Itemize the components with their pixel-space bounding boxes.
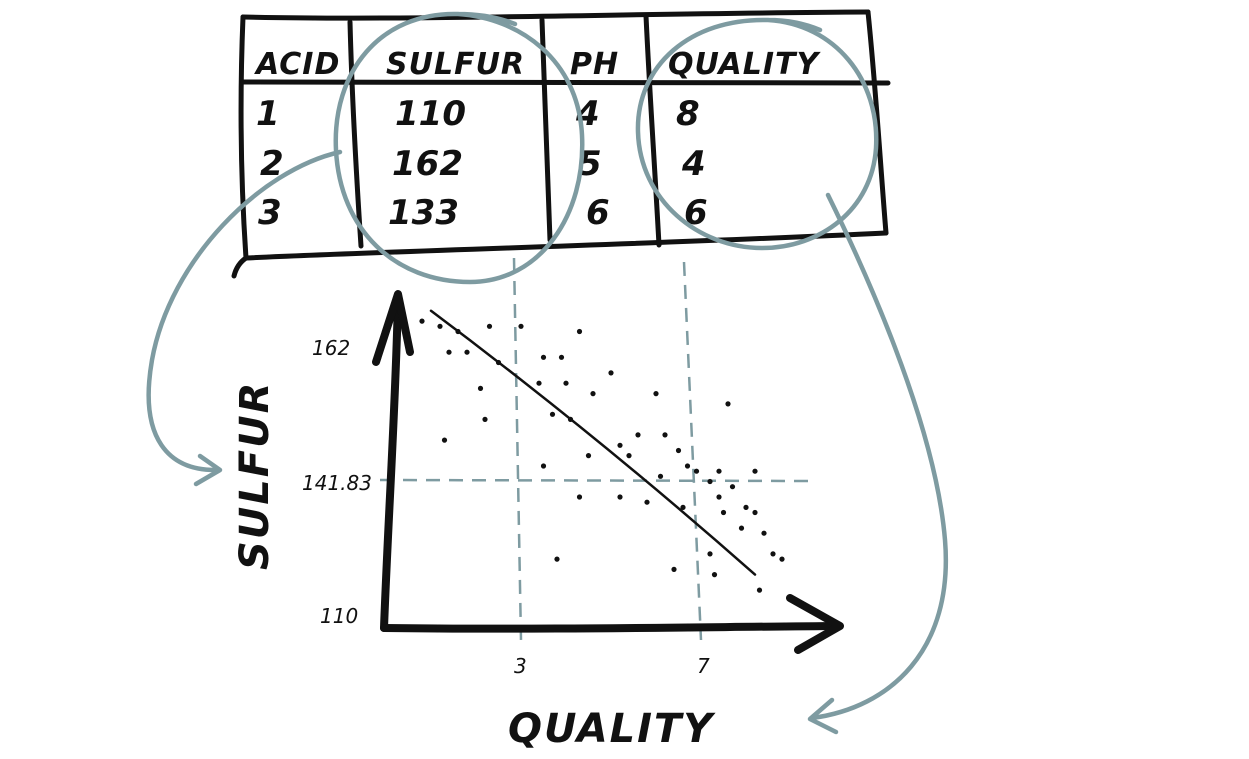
x-axis-arrow-head — [786, 594, 844, 654]
scatter-point — [729, 484, 736, 490]
x-axis — [380, 622, 842, 633]
y-tick-label: 110 — [320, 604, 358, 628]
scatter-point — [716, 468, 722, 474]
reference-line-y-141-83 — [379, 478, 813, 483]
table-header-rule — [240, 79, 891, 86]
scatter-point — [419, 318, 425, 324]
annotations — [146, 11, 949, 735]
scatter-point — [617, 442, 623, 448]
scatter-point — [536, 380, 542, 386]
quality-arrow-head — [807, 697, 839, 735]
sulfur-arrow-head — [193, 453, 223, 487]
scatter-point — [590, 391, 596, 397]
sulfur-highlight-circle — [333, 11, 585, 285]
scatter-point — [675, 447, 682, 454]
table-right-border — [865, 9, 889, 236]
scatter-point — [437, 323, 443, 329]
scatter-point — [720, 509, 727, 516]
scatter-point — [608, 370, 614, 376]
scatter-point — [707, 551, 713, 557]
scatter-point — [761, 530, 767, 536]
table-cell: 8 — [676, 94, 700, 134]
quality-highlight-circle — [635, 17, 879, 251]
scatter-point — [779, 556, 785, 562]
scatter-point — [540, 354, 547, 360]
table-cell: 110 — [395, 94, 466, 134]
scatter-point — [585, 453, 592, 459]
scatter-point — [657, 473, 664, 479]
table-col-divider-3 — [643, 13, 662, 248]
table-left-border — [238, 14, 249, 261]
scatter-point — [738, 525, 745, 531]
scatter-point — [554, 556, 560, 562]
scatter-point — [563, 380, 569, 386]
table-cell: 2 — [260, 144, 284, 184]
scatter-point — [617, 494, 623, 500]
scatter-point — [486, 323, 493, 329]
scatter-point — [477, 385, 484, 391]
scatter-point — [464, 349, 470, 355]
data-table: ACID SULFUR PH QUALITY 1 110 4 8 2 162 5… — [231, 9, 891, 279]
scatter-point — [671, 566, 677, 573]
scatter-point — [707, 478, 713, 485]
quality-arrow — [809, 192, 949, 721]
table-bottom-border — [231, 230, 889, 279]
table-cell: 162 — [392, 144, 463, 184]
y-tick-label: 141.83 — [302, 471, 372, 495]
scatter-point — [558, 354, 565, 360]
scatter-point — [626, 453, 632, 459]
scatter-point — [635, 432, 641, 438]
y-tick-label: 162 — [312, 336, 350, 360]
x-axis-title: QUALITY — [508, 706, 716, 752]
scatter-points — [419, 318, 785, 593]
y-axis-arrow-head — [372, 290, 414, 366]
table-top-border — [240, 9, 871, 21]
scatter-point — [540, 463, 547, 469]
scatter-point — [743, 504, 749, 510]
y-axis-title: SULFUR — [232, 381, 278, 570]
reference-line-x-7 — [682, 261, 703, 641]
x-tick-label: 3 — [514, 654, 527, 678]
scatter-point — [576, 328, 583, 335]
scatter-point — [725, 401, 731, 407]
table-cell: 6 — [684, 193, 708, 233]
scatter-point — [549, 411, 556, 417]
table-cell: 133 — [388, 193, 459, 233]
y-axis — [380, 292, 402, 632]
scatter-point — [644, 499, 650, 505]
table-cell: 1 — [256, 94, 280, 134]
table-header-sulfur: SULFUR — [386, 47, 525, 82]
scatter-point — [711, 572, 718, 578]
scatter-point — [716, 494, 722, 500]
scatter-point — [752, 468, 758, 474]
scatter-point — [482, 416, 488, 422]
table-cell: 4 — [681, 144, 706, 184]
sulfur-arrow — [146, 149, 343, 473]
scatter-chart: 162 141.83 110 3 7 SULFUR QUALITY — [232, 257, 844, 752]
scatter-point — [756, 587, 763, 593]
scatter-point — [653, 391, 659, 397]
scatter-point — [518, 323, 524, 329]
table-header-quality: QUALITY — [668, 47, 821, 82]
table-cell: 3 — [258, 193, 282, 233]
scatter-point — [680, 504, 686, 510]
x-tick-label: 7 — [697, 654, 710, 678]
scatter-point — [662, 432, 668, 438]
trend-line — [429, 309, 757, 576]
scatter-point — [576, 494, 583, 500]
scatter-point — [693, 468, 700, 474]
scatter-point — [684, 463, 691, 469]
table-header-acid: ACID — [254, 47, 340, 82]
table-cell: 6 — [586, 193, 610, 233]
table-col-divider-1 — [347, 19, 364, 249]
scatter-point — [441, 437, 448, 443]
scatter-point — [446, 349, 452, 355]
reference-line-x-3 — [512, 257, 523, 641]
scatter-point — [752, 509, 758, 516]
scatter-point — [770, 551, 776, 557]
table-header-ph: PH — [570, 47, 619, 82]
